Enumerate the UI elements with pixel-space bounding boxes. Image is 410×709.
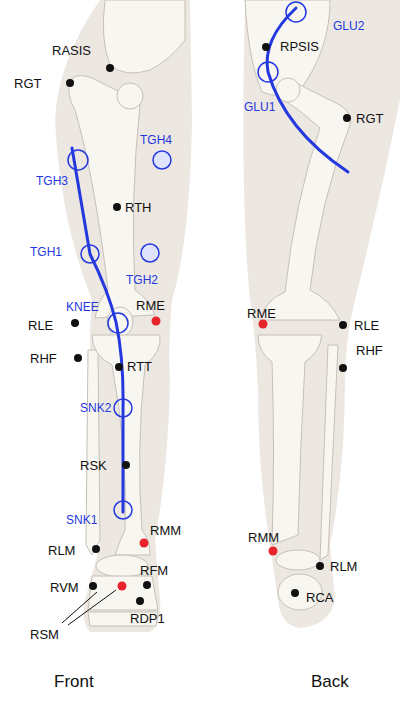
marker-label: RSM bbox=[30, 628, 59, 641]
marker-label: RDP1 bbox=[130, 612, 165, 625]
sensor-label: TGH1 bbox=[30, 246, 62, 258]
marker-label: RHF bbox=[356, 344, 383, 357]
sensor-label: KNEE bbox=[66, 301, 99, 313]
sensor-label: TGH2 bbox=[126, 274, 158, 286]
marker-label: RME bbox=[136, 299, 165, 312]
sensor-label: GLU2 bbox=[333, 20, 364, 32]
marker-label: RSK bbox=[80, 459, 107, 472]
sensor-label: TGH3 bbox=[36, 175, 68, 187]
marker-label: RMM bbox=[248, 531, 279, 544]
marker-label: RGT bbox=[356, 112, 383, 125]
marker-label: RTT bbox=[127, 360, 152, 373]
marker-label: RHF bbox=[30, 352, 57, 365]
marker-label: RCA bbox=[306, 591, 333, 604]
marker-label: RLE bbox=[28, 319, 53, 332]
sensor-label: GLU1 bbox=[244, 101, 275, 113]
marker-label: RVM bbox=[50, 581, 79, 594]
marker-label: RASIS bbox=[52, 44, 91, 57]
view-title: Back bbox=[311, 673, 349, 690]
sensor-label: SNK2 bbox=[80, 402, 111, 414]
marker-label: RLM bbox=[330, 560, 357, 573]
view-title: Front bbox=[54, 673, 94, 690]
marker-label: RME bbox=[247, 307, 276, 320]
marker-label: RMM bbox=[150, 524, 181, 537]
marker-label: RPSIS bbox=[280, 40, 319, 53]
marker-label: RGT bbox=[14, 77, 41, 90]
marker-label: RLM bbox=[48, 544, 75, 557]
marker-label: RLE bbox=[354, 319, 379, 332]
marker-label: RFM bbox=[140, 564, 168, 577]
marker-label: RTH bbox=[125, 201, 151, 214]
sensor-label: TGH4 bbox=[140, 134, 172, 146]
sensor-label: SNK1 bbox=[66, 514, 97, 526]
